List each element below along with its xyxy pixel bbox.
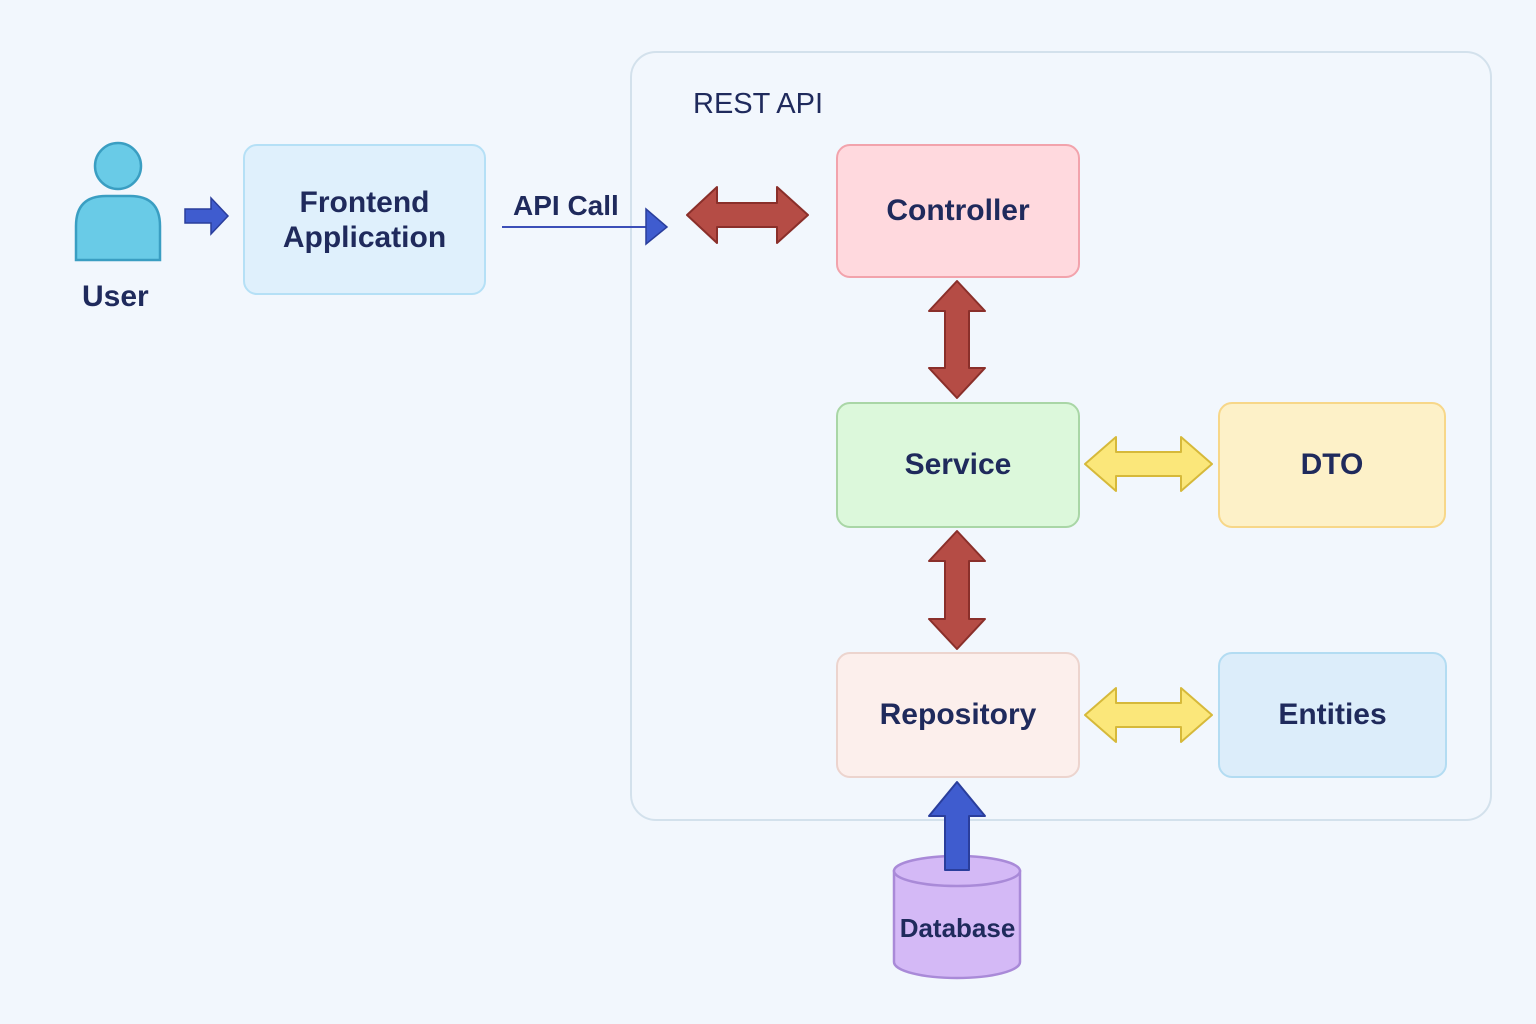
repository-label: Repository (879, 698, 1037, 731)
service-label: Service (904, 448, 1012, 481)
frontend-label-line1: Frontend (299, 185, 430, 219)
dto-box: DTO (1218, 402, 1446, 528)
service-dto-arrow (1084, 436, 1213, 492)
rest-api-title: REST API (693, 88, 824, 120)
controller-box: Controller (836, 144, 1080, 278)
controller-service-arrow (928, 280, 986, 399)
user-to-frontend-arrow (184, 196, 230, 236)
controller-label: Controller (886, 194, 1030, 227)
repository-entities-arrow (1084, 687, 1213, 743)
entities-label: Entities (1278, 698, 1387, 731)
entities-box: Entities (1218, 652, 1447, 778)
entry-double-arrow (686, 186, 809, 244)
user-icon (74, 141, 162, 262)
service-repository-arrow (928, 530, 986, 650)
api-call-label: API Call (513, 190, 619, 221)
rest-api-container (630, 51, 1492, 821)
repository-box: Repository (836, 652, 1080, 778)
database-to-repository-arrow (928, 781, 986, 871)
frontend-application-box: Frontend Application (243, 144, 486, 295)
api-call-arrowhead (645, 207, 669, 246)
service-box: Service (836, 402, 1080, 528)
database-label: Database (899, 913, 1016, 943)
frontend-label-line2: Application (282, 220, 447, 254)
dto-label: DTO (1300, 448, 1364, 481)
user-label: User (82, 280, 149, 313)
